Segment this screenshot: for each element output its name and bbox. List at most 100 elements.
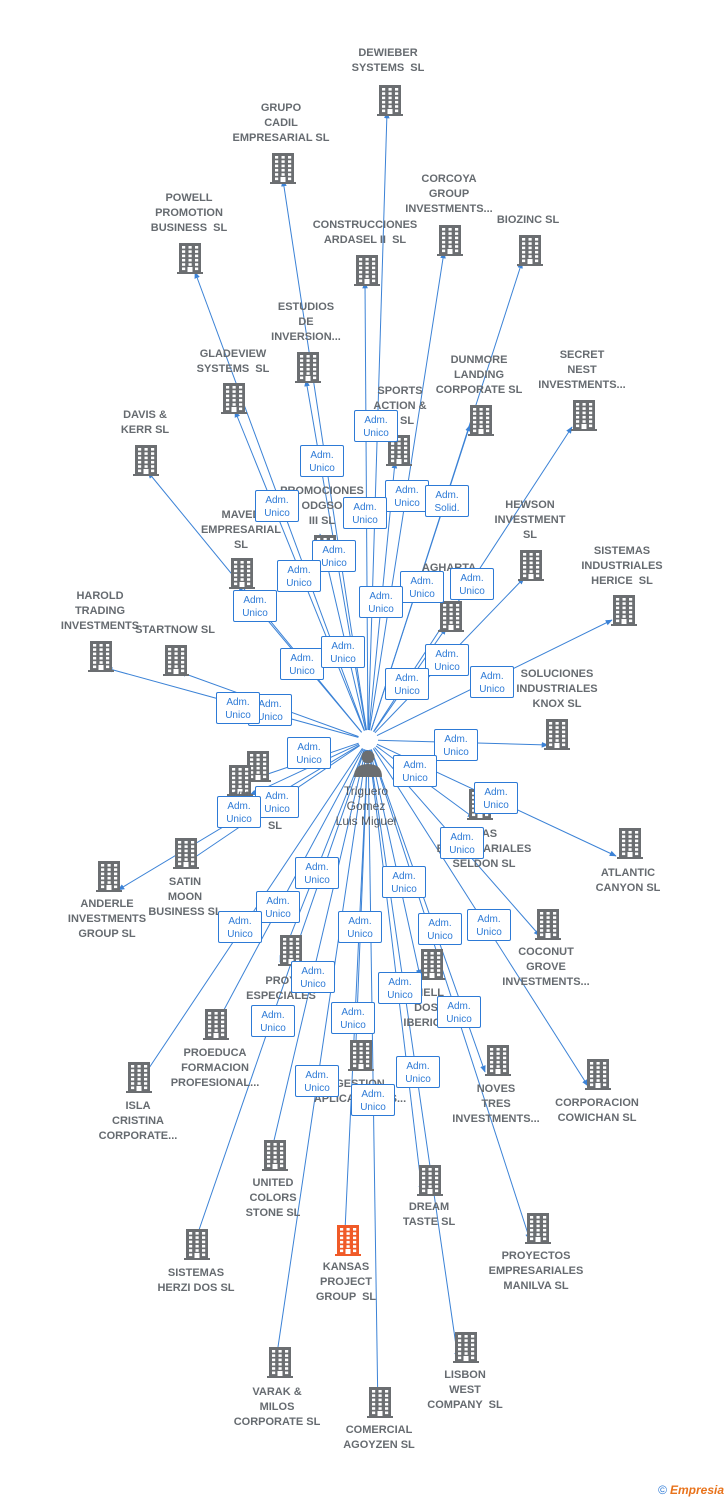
company-icon[interactable]	[348, 1040, 374, 1071]
role-badge[interactable]: Adm. Unico	[251, 1005, 295, 1037]
company-label[interactable]: STARTNOW SL	[135, 624, 215, 636]
company-icon[interactable]	[184, 1229, 210, 1260]
company-label[interactable]: UNITED COLORS STONE SL	[245, 1177, 301, 1219]
company-label[interactable]: LISBON WEST COMPANY SL	[427, 1369, 503, 1411]
role-badge[interactable]: Adm. Unico	[378, 972, 422, 1004]
company-label[interactable]: DUNMORE LANDING CORPORATE SL	[435, 354, 523, 396]
company-label[interactable]: ISLA CRISTINA CORPORATE...	[98, 1100, 178, 1142]
role-badge[interactable]: Adm. Unico	[343, 497, 387, 529]
role-badge[interactable]: Adm. Unico	[295, 1065, 339, 1097]
company-label[interactable]: DAVIS & KERR SL	[120, 409, 170, 436]
company-icon[interactable]	[386, 435, 412, 466]
role-badge[interactable]: Adm. Unico	[434, 729, 478, 761]
person-icon[interactable]	[354, 750, 382, 778]
company-icon[interactable]	[437, 225, 463, 256]
role-badge[interactable]: Adm. Unico	[218, 911, 262, 943]
company-label[interactable]: DREAM TASTE SL	[402, 1201, 456, 1228]
company-icon[interactable]	[295, 352, 321, 383]
company-label[interactable]: PROYECTOS EMPRESARIALES MANILVA SL	[488, 1250, 584, 1292]
company-label[interactable]: SECRET NEST INVESTMENTS...	[538, 349, 626, 391]
company-label[interactable]: SATIN MOON BUSINESS SL	[148, 876, 222, 918]
role-badge[interactable]: Adm. Unico	[418, 913, 462, 945]
company-icon[interactable]	[535, 909, 561, 940]
role-badge[interactable]: Adm. Unico	[233, 590, 277, 622]
company-icon[interactable]	[617, 828, 643, 859]
company-label[interactable]: KANSAS PROJECT GROUP SL	[315, 1261, 377, 1303]
role-badge[interactable]: Adm. Unico	[425, 644, 469, 676]
company-label[interactable]: GRUPO CADIL EMPRESARIAL SL	[232, 102, 330, 144]
company-icon[interactable]	[367, 1387, 393, 1418]
role-badge[interactable]: Adm. Unico	[359, 586, 403, 618]
company-icon[interactable]	[126, 1062, 152, 1093]
company-icon[interactable]	[354, 255, 380, 286]
role-badge[interactable]: Adm. Unico	[255, 490, 299, 522]
company-label[interactable]: DEWIEBER SYSTEMS SL	[351, 47, 425, 74]
company-icon[interactable]	[203, 1009, 229, 1040]
role-badge[interactable]: Adm. Unico	[440, 827, 484, 859]
company-icon[interactable]	[525, 1213, 551, 1244]
company-icon[interactable]	[417, 1165, 443, 1196]
company-label[interactable]: ATLANTIC CANYON SL	[595, 867, 661, 894]
company-icon[interactable]	[468, 405, 494, 436]
company-label[interactable]: COCONUT GROVE INVESTMENTS...	[502, 946, 590, 988]
company-icon[interactable]	[267, 1347, 293, 1378]
role-badge[interactable]: Adm. Unico	[470, 666, 514, 698]
company-label[interactable]: CORCOYA GROUP INVESTMENTS...	[405, 173, 493, 215]
company-label[interactable]: SISTEMAS INDUSTRIALES HERICE SL	[581, 545, 663, 587]
company-icon[interactable]	[438, 601, 464, 632]
company-icon[interactable]	[377, 85, 403, 116]
role-badge[interactable]: Adm. Unico	[467, 909, 511, 941]
role-badge[interactable]: Adm. Unico	[385, 480, 429, 512]
company-icon[interactable]	[611, 595, 637, 626]
role-badge[interactable]: Adm. Unico	[351, 1084, 395, 1116]
company-label[interactable]: PROEDUCA FORMACION PROFESIONAL...	[170, 1047, 260, 1089]
company-icon[interactable]	[270, 153, 296, 184]
company-icon[interactable]	[262, 1140, 288, 1171]
company-icon[interactable]	[177, 243, 203, 274]
company-label[interactable]: SOLUCIONES INDUSTRIALES KNOX SL	[516, 668, 598, 710]
company-icon[interactable]	[96, 861, 122, 892]
company-icon[interactable]	[485, 1045, 511, 1076]
company-label[interactable]: PROMOCIONES ODGSO III SL	[280, 485, 364, 527]
role-badge[interactable]: Adm. Unico	[255, 786, 299, 818]
company-label[interactable]: ESTUDIOS DE INVERSION...	[271, 301, 341, 343]
company-icon[interactable]	[88, 641, 114, 672]
role-badge[interactable]: Adm. Solid.	[425, 485, 469, 517]
person-name[interactable]: Triguero Gomez Luis Miguel	[335, 784, 397, 828]
role-badge[interactable]: Adm. Unico	[295, 857, 339, 889]
company-label[interactable]: HAROLD TRADING INVESTMENTS	[60, 590, 140, 632]
role-badge[interactable]: Adm. Unico	[216, 692, 260, 724]
role-badge[interactable]: Adm. Unico	[385, 668, 429, 700]
company-icon[interactable]	[163, 645, 189, 676]
company-label[interactable]: COMERCIAL AGOYZEN SL	[343, 1424, 415, 1451]
company-label[interactable]: GLADEVIEW SYSTEMS SL	[196, 348, 270, 375]
role-badge[interactable]: Adm. Unico	[277, 560, 321, 592]
role-badge[interactable]: Adm. Unico	[382, 866, 426, 898]
company-icon[interactable]	[453, 1332, 479, 1363]
role-badge[interactable]: Adm. Unico	[450, 568, 494, 600]
company-label[interactable]: SISTEMAS HERZI DOS SL	[157, 1267, 235, 1294]
company-label[interactable]: VARAK & MILOS CORPORATE SL	[233, 1386, 321, 1428]
company-label[interactable]: CORPORACION COWICHAN SL	[555, 1097, 639, 1124]
role-badge[interactable]: Adm. Unico	[396, 1056, 440, 1088]
company-icon[interactable]	[227, 765, 253, 796]
company-icon[interactable]	[245, 751, 271, 782]
role-badge[interactable]: Adm. Unico	[437, 996, 481, 1028]
role-badge[interactable]: Adm. Unico	[300, 445, 344, 477]
company-icon[interactable]	[518, 550, 544, 581]
role-badge[interactable]: Adm. Unico	[291, 961, 335, 993]
role-badge[interactable]: Adm. Unico	[400, 571, 444, 603]
role-badge[interactable]: Adm. Unico	[280, 648, 324, 680]
highlighted-company-icon[interactable]	[335, 1225, 361, 1256]
company-icon[interactable]	[419, 949, 445, 980]
role-badge[interactable]: Adm. Unico	[393, 755, 437, 787]
company-label[interactable]: BIOZINC SL	[496, 214, 560, 226]
company-label[interactable]: SL	[267, 820, 283, 832]
role-badge[interactable]: Adm. Unico	[338, 911, 382, 943]
role-badge[interactable]: Adm. Unico	[354, 410, 398, 442]
role-badge[interactable]: Adm. Unico	[256, 891, 300, 923]
company-label[interactable]: NOVES TRES INVESTMENTS...	[452, 1083, 540, 1125]
company-icon[interactable]	[229, 558, 255, 589]
role-badge[interactable]: Adm. Unico	[321, 636, 365, 668]
company-label[interactable]: ANDERLE INVESTMENTS GROUP SL	[67, 898, 147, 940]
